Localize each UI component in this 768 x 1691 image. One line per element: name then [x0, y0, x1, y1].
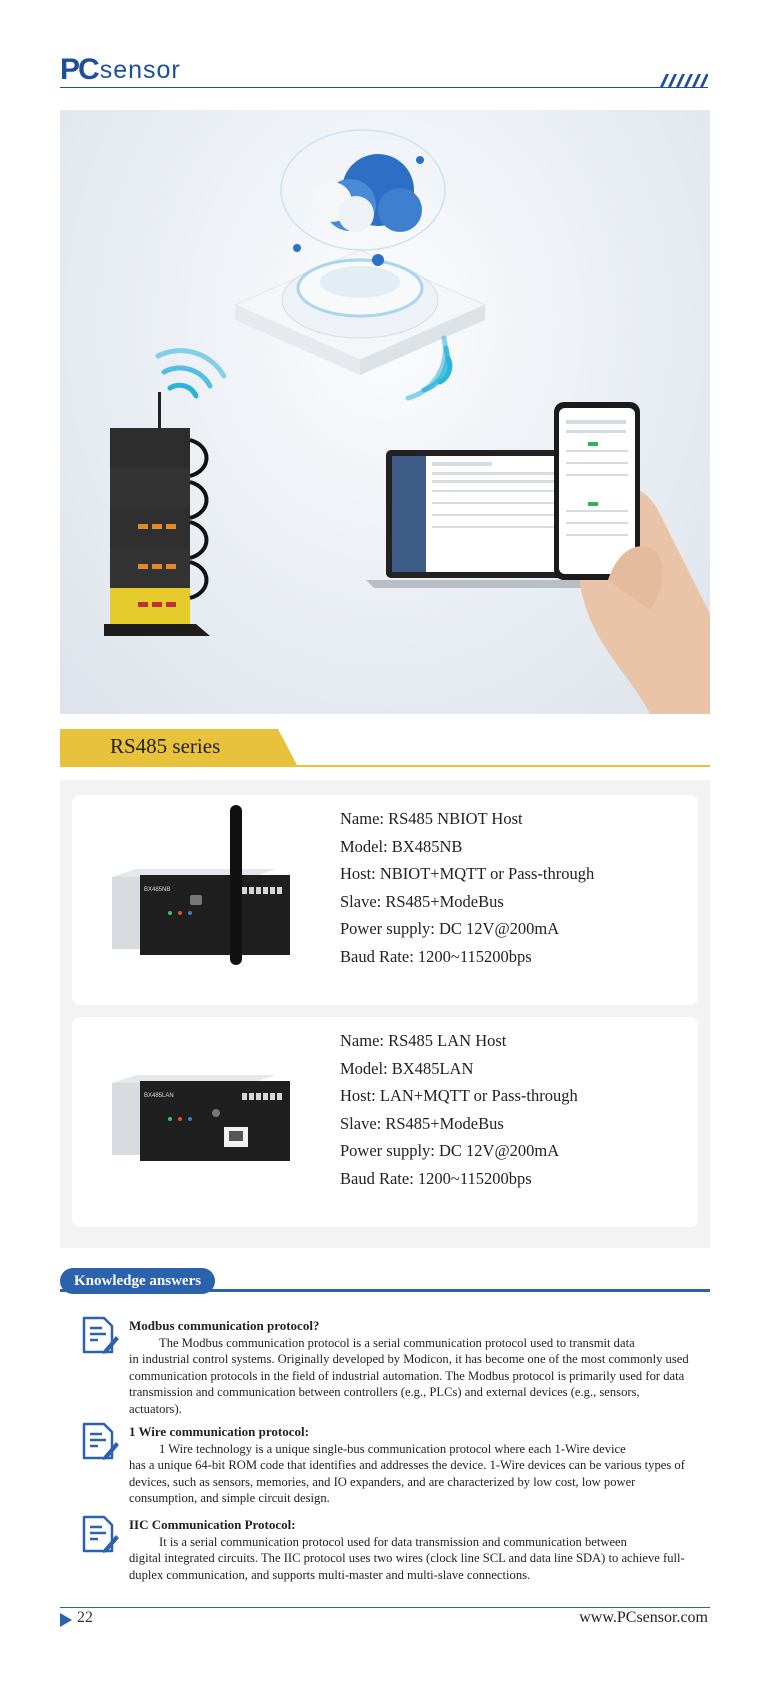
triangle-right-icon — [60, 1613, 72, 1627]
document-pen-icon — [82, 1515, 119, 1553]
page-number: 22 — [77, 1609, 93, 1626]
header-rule — [60, 87, 708, 88]
spec-slave: Slave: RS485+ModeBus — [340, 1113, 504, 1133]
qa-answer-first-line: The Modbus communication protocol is a s… — [159, 1335, 635, 1350]
spec-host: Host: LAN+MQTT or Pass-through — [340, 1086, 578, 1106]
product-card-nbiot: BX485NB Name: RS485 NBIOT Host Model: BX… — [72, 795, 698, 1005]
spec-baud: Baud Rate: 1200~115200bps — [340, 1168, 532, 1188]
qa-question: Modbus communication protocol? — [129, 1318, 320, 1333]
qa-question: IIC Communication Protocol: — [129, 1517, 296, 1532]
spec-slave: Slave: RS485+ModeBus — [340, 891, 504, 911]
qa-answer-rest: has a unique 64-bit ROM code that identi… — [129, 1458, 685, 1506]
device-image-lan: BX485LAN — [112, 1075, 290, 1161]
header-stripes-decoration — [660, 74, 708, 87]
iot-cloud-scene — [104, 129, 710, 714]
spec-baud: Baud Rate: 1200~115200bps — [340, 946, 532, 966]
logo-sensor-text: sensor — [99, 56, 181, 84]
qa-answer-rest: in industrial control systems. Originall… — [129, 1352, 689, 1416]
spec-model: Model: BX485NB — [340, 836, 463, 856]
spec-model: Model: BX485LAN — [340, 1058, 474, 1078]
knowledge-rule — [60, 1289, 710, 1292]
spec-power: Power supply: DC 12V@200mA — [340, 1141, 560, 1161]
knowledge-title: Knowledge answers — [60, 1268, 216, 1294]
footer-website: www.PCsensor.com — [579, 1609, 708, 1626]
document-pen-icon — [82, 1316, 119, 1354]
logo-pc-text: PC — [60, 53, 100, 86]
device-model-label: BX485NB — [144, 887, 170, 893]
qa-answer-rest: digital integrated circuits. The IIC pro… — [129, 1551, 685, 1582]
product-specs: Name: RS485 NBIOT Host Model: BX485NB Ho… — [340, 805, 594, 971]
qa-answer-first-line: It is a serial communication protocol us… — [159, 1534, 627, 1549]
product-specs: Name: RS485 LAN Host Model: BX485LAN Hos… — [340, 1027, 578, 1193]
document-pen-icon — [82, 1422, 119, 1460]
hero-illustration — [60, 110, 710, 714]
qa-answer-first-line: 1 Wire technology is a unique single-bus… — [159, 1441, 626, 1456]
footer-rule — [60, 1607, 710, 1608]
section-title: RS485 series — [110, 734, 221, 758]
spec-power: Power supply: DC 12V@200mA — [340, 919, 560, 939]
device-model-label: BX485LAN — [144, 1093, 174, 1099]
qa-item-iic: IIC Communication Protocol: It is a seri… — [129, 1517, 689, 1583]
device-image-nbiot: BX485NB — [112, 805, 290, 965]
spec-name: Name: RS485 NBIOT Host — [340, 809, 523, 828]
product-card-lan: BX485LAN Name: RS485 LAN Host Model: BX4… — [72, 1017, 698, 1227]
section-header-bar — [60, 729, 710, 767]
qa-item-modbus: Modbus communication protocol? The Modbu… — [129, 1318, 689, 1418]
spec-host: Host: NBIOT+MQTT or Pass-through — [340, 864, 595, 884]
spec-name: Name: RS485 LAN Host — [340, 1031, 507, 1050]
qa-item-1wire: 1 Wire communication protocol: 1 Wire te… — [129, 1424, 689, 1507]
qa-question: 1 Wire communication protocol: — [129, 1424, 309, 1439]
brand-logo: PC sensor — [60, 55, 181, 85]
